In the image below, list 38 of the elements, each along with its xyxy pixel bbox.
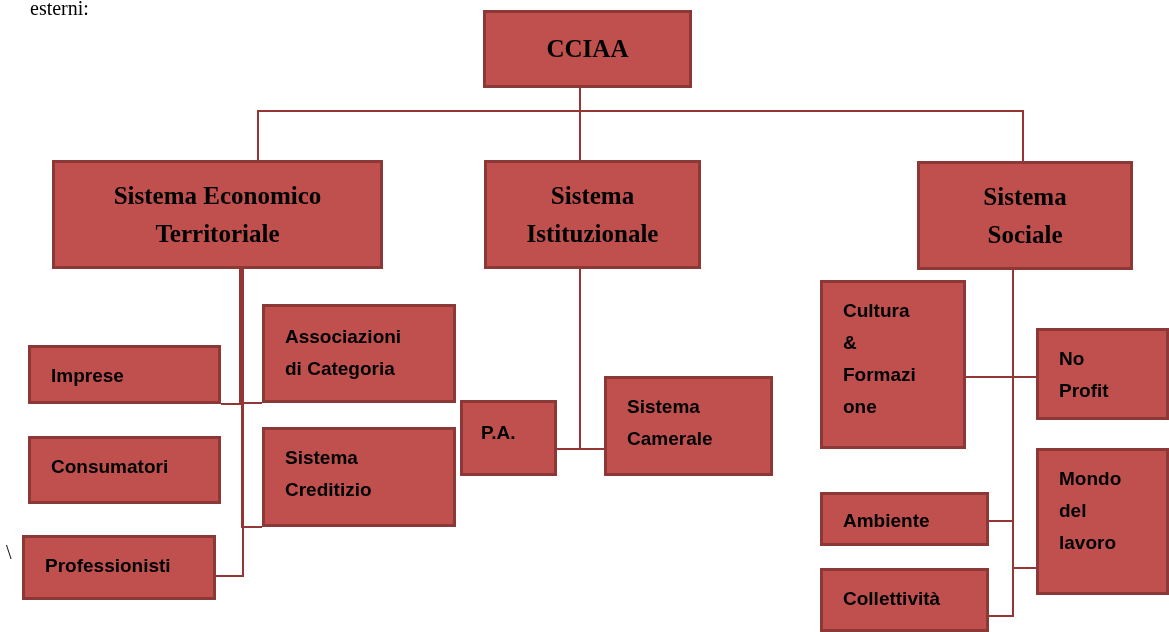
connector-line [988,269,1014,617]
box-label: Mondo del lavoro [1059,467,1123,555]
box-label: Associazioni di Categoria [285,325,403,381]
item-box [820,568,989,632]
box-label: Sistema Economico Territoriale [112,180,323,249]
category-box [483,10,692,88]
category-box [484,160,701,269]
item-box [28,436,221,504]
box-label: Sistema Istituzionale [525,180,660,249]
box-label: Collettività [843,587,941,611]
box-label: Ambiente [843,509,930,533]
box-label: No Profit [1059,347,1110,403]
item-box [460,400,557,476]
box-label: Sistema Creditizio [285,446,373,502]
item-box [1036,448,1169,595]
connector-line [579,268,605,450]
category-box [52,160,383,269]
note-text: \ [6,540,12,564]
item-box [262,427,456,527]
item-box [820,280,966,449]
box-label: P.A. [481,421,516,445]
note-text: esterni: [30,0,89,20]
item-box [22,535,216,600]
connector-line [215,268,244,577]
box-label: CCIAA [546,34,629,64]
box-label: Cultura & Formazione [843,299,917,419]
box-label: Sistema Sociale [982,181,1068,250]
category-box [917,161,1133,270]
box-label: Sistema Camerale [627,395,714,451]
box-label: Professionisti [45,554,171,578]
item-box [1036,328,1169,420]
box-label: Consumatori [51,455,169,479]
box-label: Imprese [51,364,124,388]
item-box [28,345,221,404]
item-box [604,376,773,476]
connector-line [241,268,263,528]
item-box [820,492,989,546]
item-box [262,304,456,403]
